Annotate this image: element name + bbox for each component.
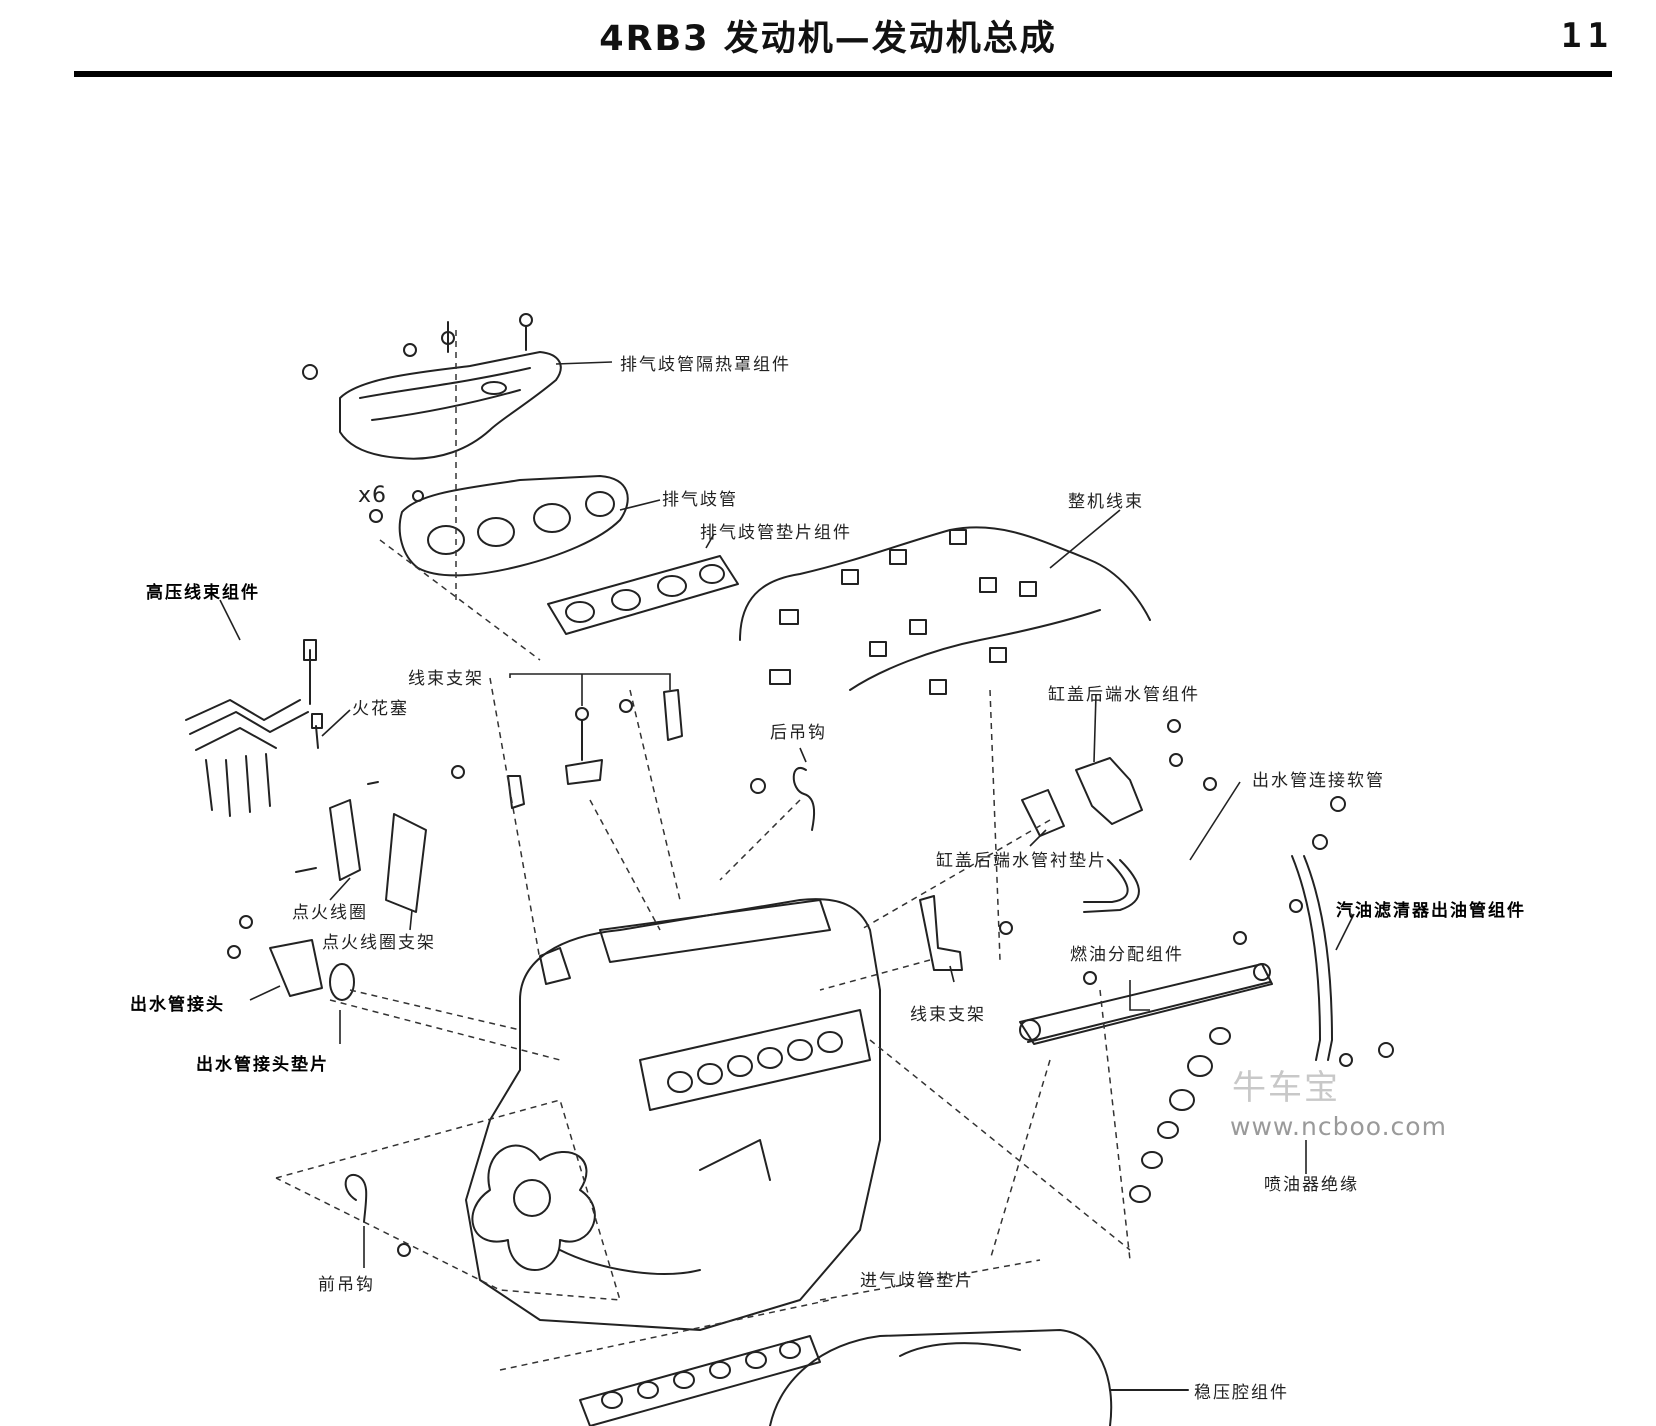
water-outlet-part [227,915,355,1001]
label-water-outlet-gasket: 出水管接头垫片 [196,1055,329,1075]
hv-cable-part [185,639,323,817]
label-water-bypass-hose: 出水管连接软管 [1252,771,1385,791]
page-number: 11 [1561,16,1614,56]
exhaust-gasket-part [547,555,739,635]
harness-bracket-parts [451,689,1013,971]
surge-tank-part [769,1329,1189,1426]
intake-gasket-part [579,1335,821,1426]
hook-parts [344,767,816,1257]
label-ignition-coil: 点火线圈 [292,903,368,923]
label-hv-cable: 高压线束组件 [146,583,260,603]
label-engine-harness: 整机线束 [1068,492,1144,512]
label-spark-plug: 火花塞 [352,699,409,719]
water-pipe-parts [1021,719,1394,1067]
label-harness-bracket-2: 线束支架 [910,1005,986,1025]
label-exhaust-heat-shield: 排气歧管隔热罩组件 [620,355,791,375]
watermark-brand: 牛车宝 [1232,1068,1340,1108]
engine-block-part [465,898,881,1331]
fuel-rail-part [1019,931,1273,1203]
engine-harness-part [739,526,1151,695]
exhaust-manifold-part [369,475,629,577]
label-exhaust-gasket: 排气歧管垫片组件 [700,523,852,543]
label-head-water-pipe: 缸盖后端水管组件 [1048,685,1200,705]
label-intake-manifold-gasket: 进气歧管垫片 [860,1271,974,1291]
label-surge-tank: 稳压腔组件 [1194,1383,1289,1403]
ignition-coil-part [295,781,427,913]
label-fuel-rail: 燃油分配组件 [1070,945,1184,965]
label-exhaust-manifold: 排气歧管 [662,490,738,510]
heat-shield-part [302,313,562,460]
label-injector-insulator: 喷油器绝缘 [1264,1175,1359,1195]
watermark-url: www.ncboo.com [1230,1112,1447,1141]
label-rear-water-gasket: 缸盖后端水管衬垫片 [936,851,1107,871]
page-title: 4RB3 发动机—发动机总成 [599,19,1057,59]
label-rear-hook: 后吊钩 [770,723,827,743]
label-harness-bracket-1: 线束支架 [408,669,484,689]
label-front-hook: 前吊钩 [318,1275,375,1295]
header-rule [74,71,1612,77]
label-fuel-hose: 汽油滤清器出油管组件 [1336,901,1526,921]
label-water-outlet: 出水管接头 [130,995,225,1015]
label-x6: x6 [358,483,388,508]
label-coil-bracket: 点火线圈支架 [322,933,436,953]
